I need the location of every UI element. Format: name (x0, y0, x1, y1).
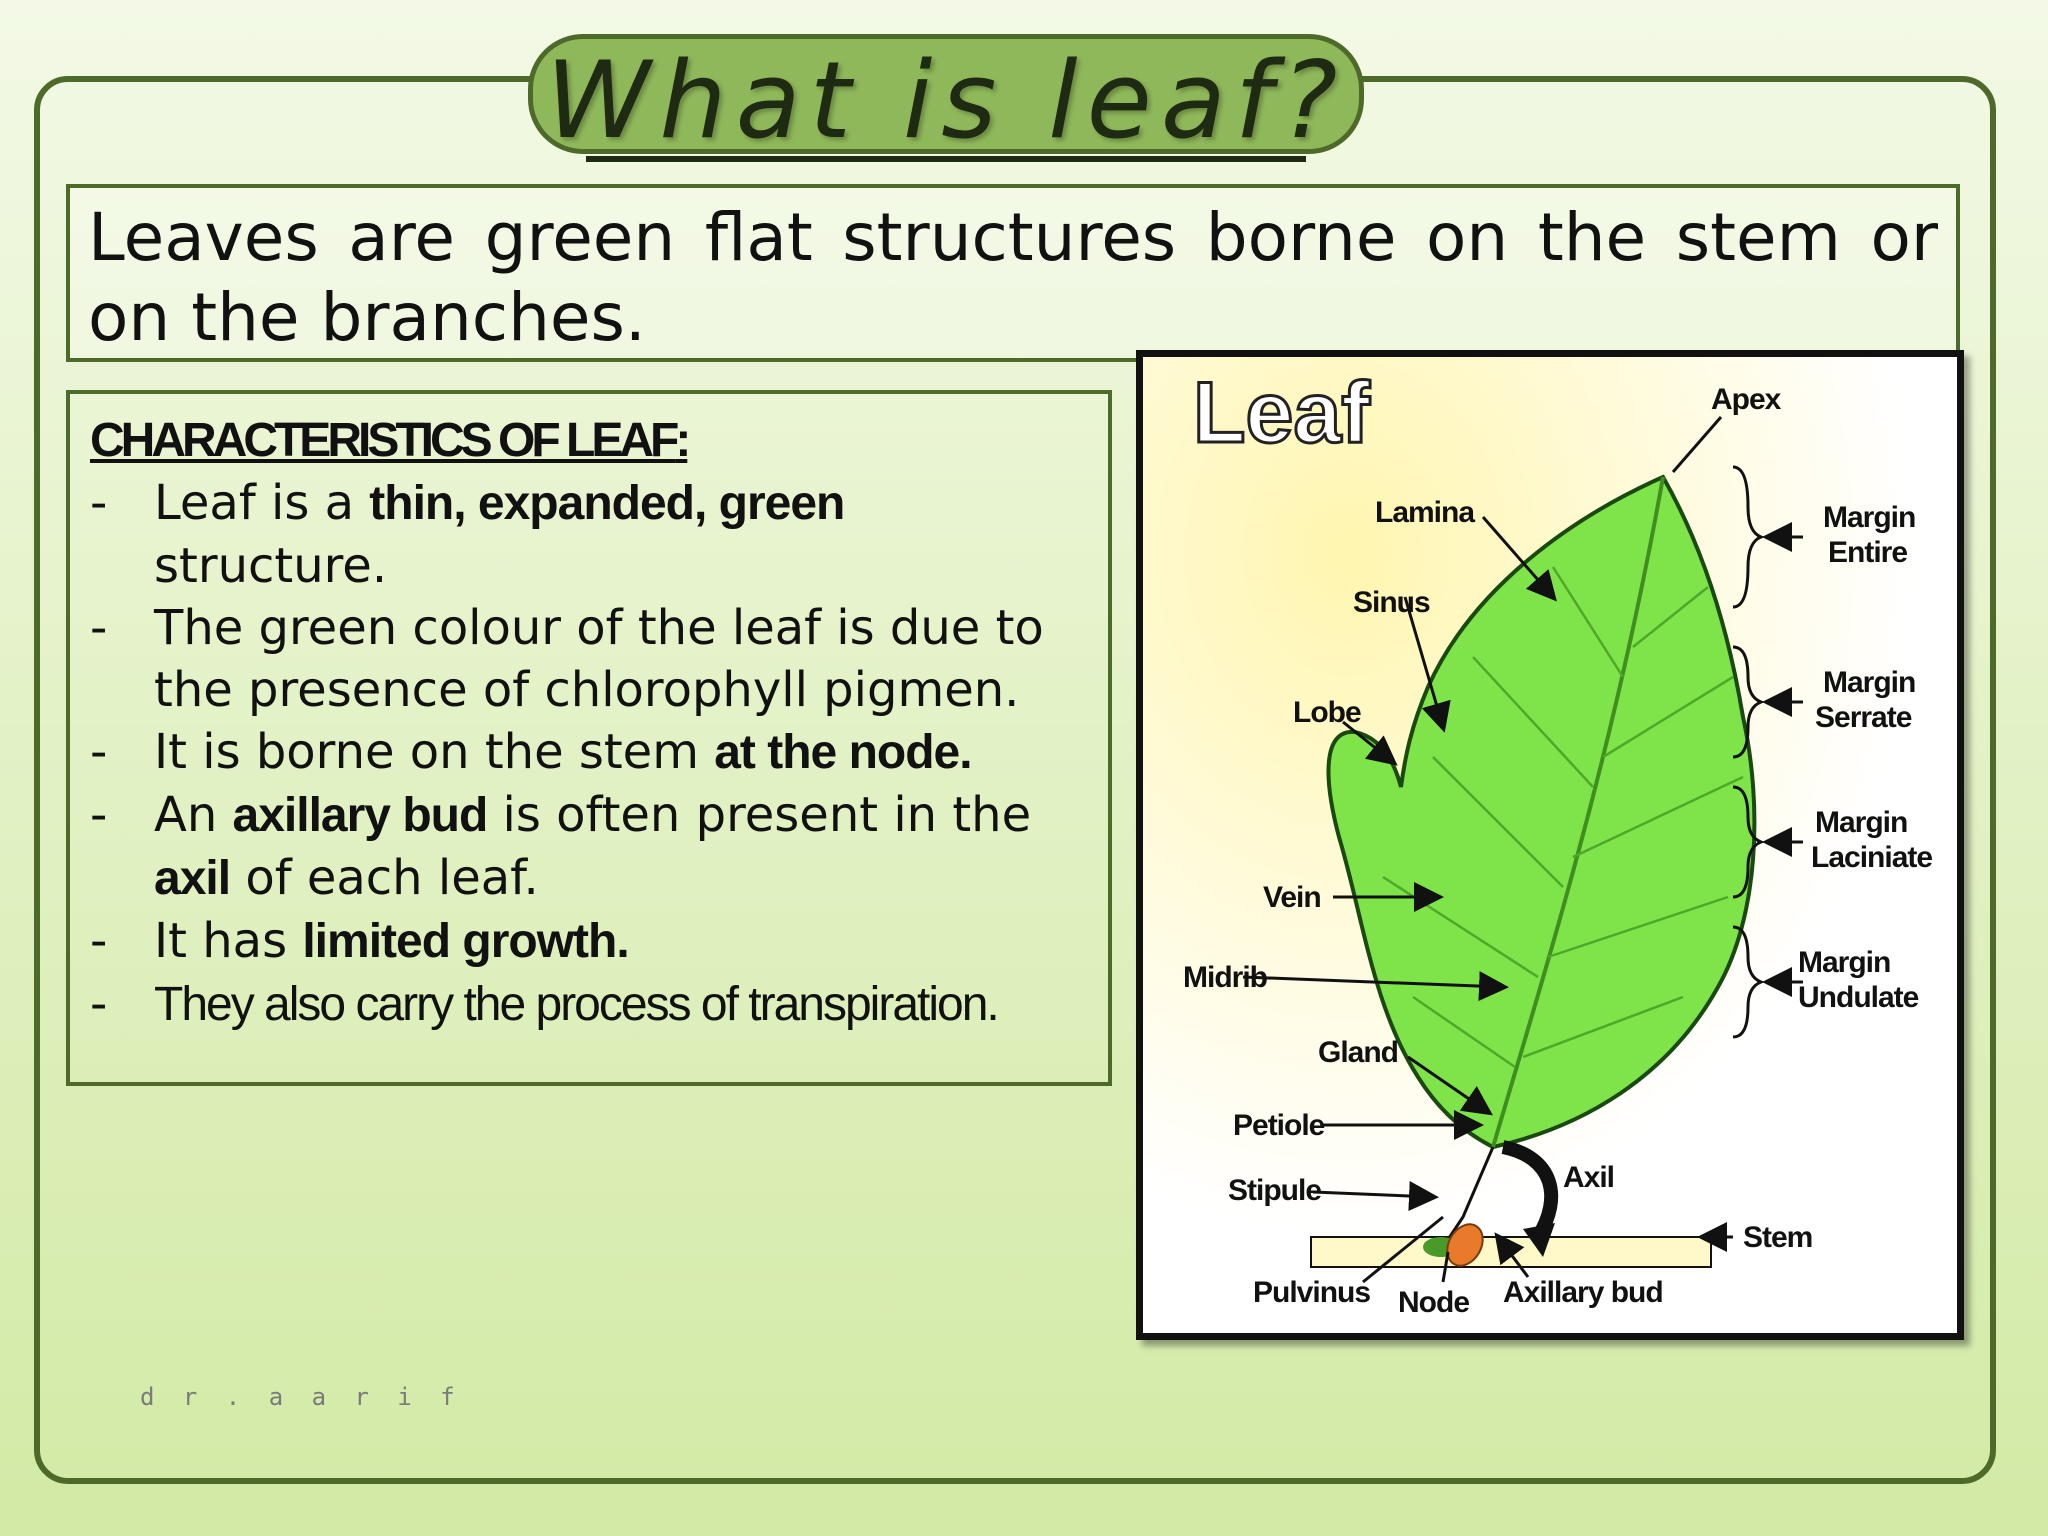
list-item: -They also carry the process of transpir… (90, 976, 1000, 1032)
label-margin-1: Margin (1823, 501, 1915, 534)
axillary-bud-shape (1446, 1223, 1484, 1267)
label-axil: Axil (1563, 1161, 1614, 1194)
characteristics-list: -Leaf is a thin, expanded, green structu… (90, 472, 1088, 1036)
veins (1382, 566, 1744, 1069)
label-stem: Stem (1743, 1221, 1812, 1254)
leaf-diagram-svg: Leaf (1143, 357, 1957, 1333)
label-lamina: Lamina (1375, 496, 1475, 529)
label-undulate: Undulate (1798, 981, 1919, 1014)
diagram-heading: Leaf (1193, 365, 1370, 461)
label-gland: Gland (1318, 1036, 1398, 1069)
apex-pointer (1671, 416, 1723, 473)
title-underline (586, 156, 1306, 162)
label-margin-3: Margin (1815, 806, 1907, 839)
label-node: Node (1398, 1286, 1469, 1319)
definition-box: Leaves are green flat structures borne o… (66, 184, 1960, 362)
label-vein: Vein (1263, 881, 1321, 914)
footer-credit: d r . a a r i f (140, 1383, 462, 1411)
label-margin-4: Margin (1798, 946, 1890, 979)
list-item: - It is borne on the stem at the node. (90, 724, 973, 780)
midrib-line (1491, 476, 1665, 1148)
label-petiole: Petiole (1233, 1109, 1325, 1142)
title-banner (528, 34, 1364, 154)
label-midrib: Midrib (1183, 961, 1268, 994)
list-item: - It has limited growth. (90, 913, 630, 969)
label-pulvinus: Pulvinus (1253, 1276, 1370, 1309)
leaf-diagram: Leaf (1136, 350, 1964, 1340)
slide-title: What is leaf? (545, 39, 1347, 162)
label-serrate: Serrate (1815, 701, 1912, 734)
list-item: -The green colour of the leaf is due to … (90, 600, 1044, 718)
label-stipule: Stipule (1228, 1174, 1321, 1207)
label-lobe: Lobe (1293, 696, 1361, 729)
list-item: -An axillary bud is often present in the… (90, 787, 1032, 906)
label-apex: Apex (1711, 383, 1782, 416)
axil-arrow (1501, 1140, 1559, 1241)
label-margin-2: Margin (1823, 666, 1915, 699)
label-sinus: Sinus (1353, 586, 1430, 619)
label-axillary-bud: Axillary bud (1503, 1276, 1663, 1309)
label-laciniate: Laciniate (1811, 841, 1932, 874)
definition-text: Leaves are green flat structures borne o… (88, 199, 1938, 356)
characteristics-box: CHARACTERISTICS OF LEAF: -Leaf is a thin… (66, 390, 1112, 1086)
leaf-blade (1326, 474, 1757, 1150)
characteristics-heading: CHARACTERISTICS OF LEAF: (90, 414, 691, 467)
label-entire: Entire (1828, 536, 1907, 569)
list-item: -Leaf is a thin, expanded, green structu… (90, 475, 845, 594)
